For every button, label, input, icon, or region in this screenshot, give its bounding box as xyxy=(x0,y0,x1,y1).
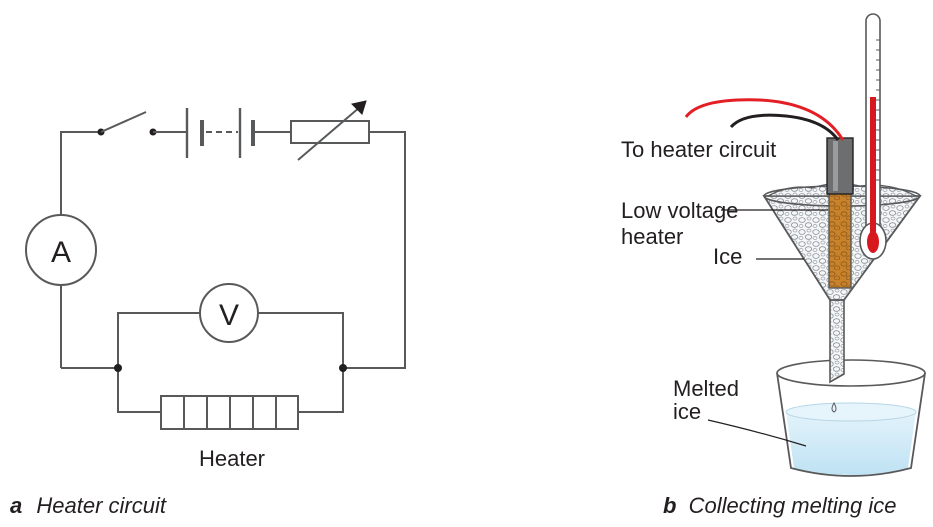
junction-right xyxy=(339,364,347,372)
water-surface xyxy=(785,402,917,422)
thermometer-bulb-liquid xyxy=(867,231,879,253)
label-melted-ice-line1: Melted xyxy=(673,376,739,401)
beaker-outline xyxy=(776,372,926,477)
junction-left xyxy=(114,364,122,372)
leader-melted-ice xyxy=(707,419,807,447)
variable-resistor-arrowhead xyxy=(350,100,367,115)
funnel-stem xyxy=(829,299,845,384)
switch-lever xyxy=(100,111,147,133)
caption-b-letter: b xyxy=(663,493,676,518)
variable-resistor-arrow-shaft xyxy=(297,106,361,161)
heater-cap-shine xyxy=(833,141,838,191)
label-low-voltage-heater-line2: heater xyxy=(621,224,683,249)
heater-circuit xyxy=(25,100,406,430)
wire-top-left xyxy=(60,131,100,215)
voltmeter-symbol: V xyxy=(219,299,239,332)
caption-b: b Collecting melting ice xyxy=(663,493,896,518)
label-to-heater-circuit: To heater circuit xyxy=(621,137,776,162)
wire-right xyxy=(343,131,406,369)
caption-a-text: Heater circuit xyxy=(36,493,166,518)
red-lead xyxy=(684,98,845,141)
black-lead xyxy=(729,113,840,141)
heater-cap xyxy=(826,137,854,195)
label-leader-lines xyxy=(707,209,828,447)
heater-label: Heater xyxy=(199,446,265,471)
beaker-water xyxy=(786,412,916,475)
caption-a: a Heater circuit xyxy=(10,493,167,518)
label-ice: Ice xyxy=(713,244,742,269)
wire-voltmeter-branch xyxy=(117,312,344,368)
caption-b-text: Collecting melting ice xyxy=(689,493,897,518)
beaker-rim-back xyxy=(776,359,926,387)
caption-a-letter: a xyxy=(10,493,22,518)
ammeter xyxy=(25,214,97,286)
thermometer-liquid xyxy=(870,97,876,237)
label-melted-ice-line2: ice xyxy=(673,399,701,424)
ammeter-symbol: A xyxy=(51,236,71,269)
melting-ice-apparatus xyxy=(684,13,926,477)
wire-heater-branch xyxy=(117,368,344,413)
thermometer-scale xyxy=(876,39,880,181)
voltmeter xyxy=(199,283,259,343)
heater-body xyxy=(828,189,852,289)
label-low-voltage-heater-line1: Low voltage xyxy=(621,198,738,223)
water-drip xyxy=(831,401,837,413)
